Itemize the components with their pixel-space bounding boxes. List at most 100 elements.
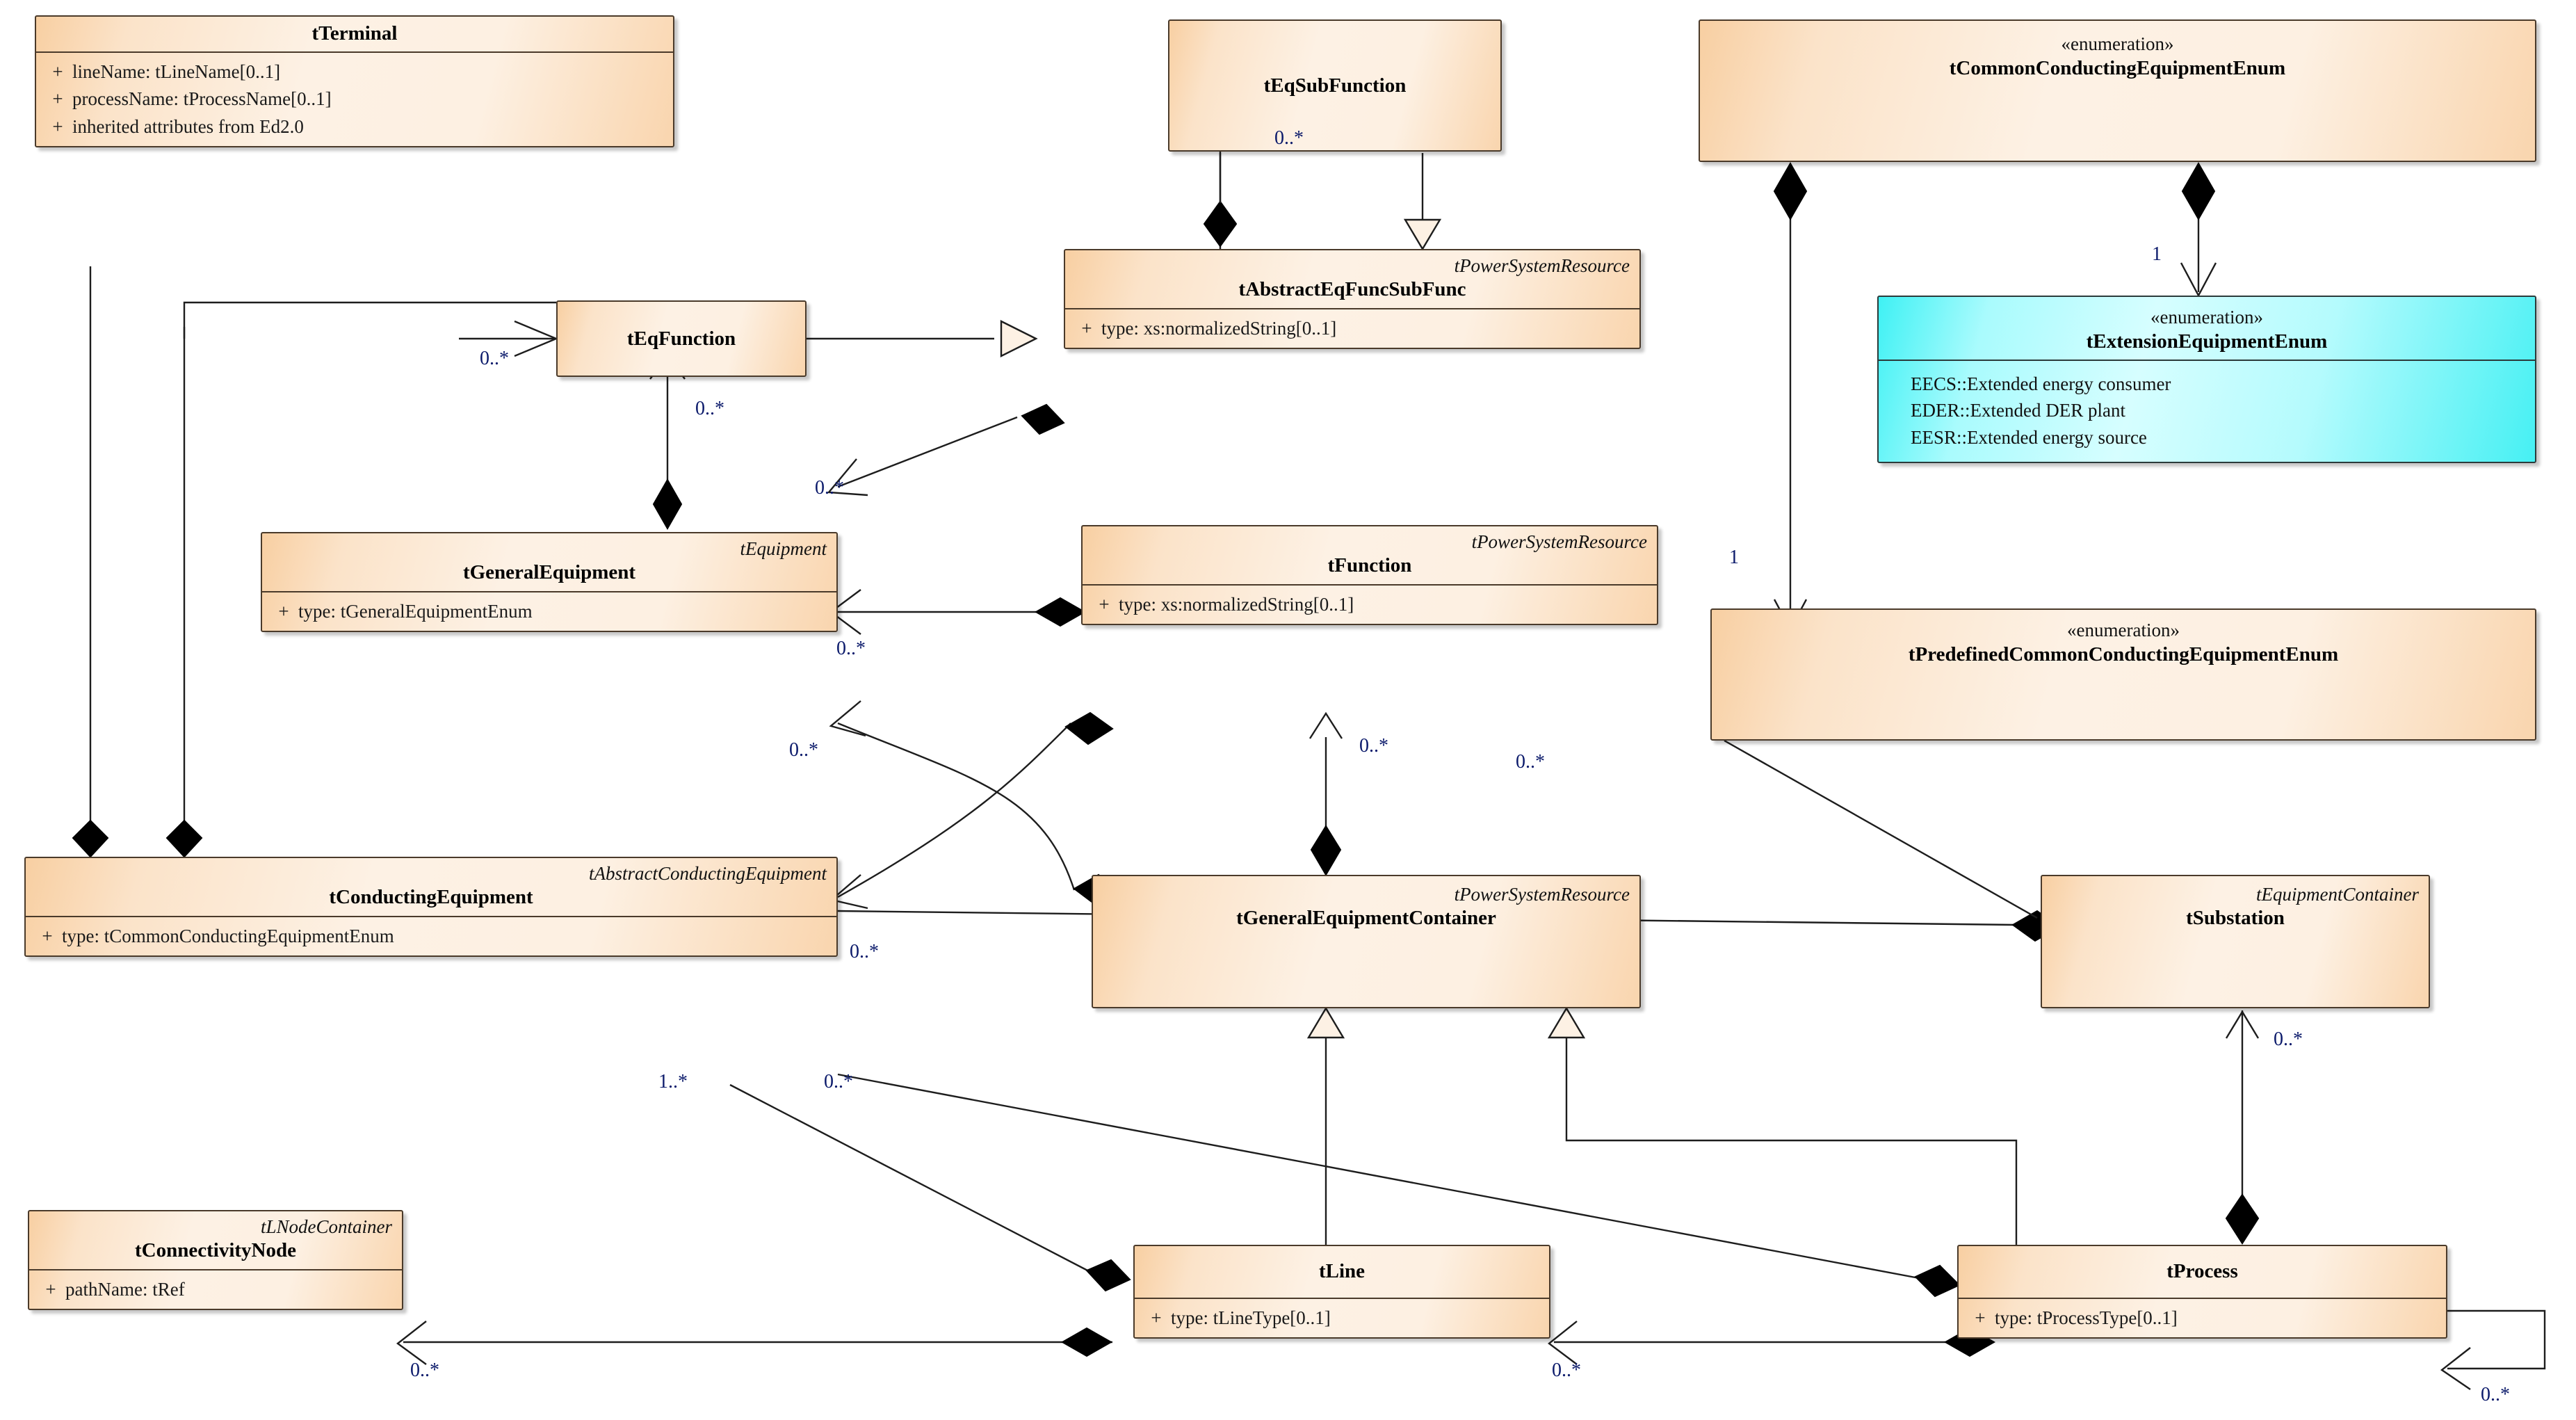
class-box-tPredefinedCommonConductingEquipmentEnum[interactable]: «enumeration» tPredefinedCommonConductin… (1710, 608, 2536, 741)
class-separator (1959, 1298, 2446, 1300)
attribute-row: + type: xs:normalizedString[0..1] (1072, 315, 1633, 342)
class-name: tGeneralEquipmentContainer (1236, 907, 1496, 930)
visibility-marker: + (42, 925, 53, 946)
class-box-tSubstation[interactable]: tEquipmentContainer tSubstation (2041, 875, 2430, 1008)
visibility-marker: + (1099, 593, 1110, 615)
class-attributes: + type: xs:normalizedString[0..1] (1083, 586, 1657, 624)
multiplicity-label: 0..* (1552, 1360, 1581, 1381)
class-name: tConnectivityNode (135, 1239, 296, 1262)
attribute-text: type: tProcessType[0..1] (1995, 1307, 2178, 1329)
enum-literal: EDER::Extended DER plant (1911, 400, 2125, 421)
attribute-text: inherited attributes from Ed2.0 (72, 115, 304, 137)
class-box-tGeneralEquipment[interactable]: tEquipment tGeneralEquipment + type: tGe… (261, 532, 838, 632)
class-box-tEqSubFunction[interactable]: tEqSubFunction (1168, 19, 1502, 152)
class-attributes: + pathName: tRef (29, 1270, 402, 1309)
class-name: tEqFunction (626, 327, 736, 350)
multiplicity-label: 0..* (1359, 735, 1388, 757)
multiplicity-label: 0..* (824, 1071, 853, 1092)
class-name: tGeneralEquipment (462, 561, 636, 584)
class-name: tExtensionEquipmentEnum (2086, 330, 2328, 353)
class-name: tTerminal (311, 22, 398, 45)
class-separator (1879, 360, 2535, 362)
class-name: tLine (1318, 1260, 1366, 1282)
class-box-tFunction[interactable]: tPowerSystemResource tFunction + type: x… (1081, 525, 1658, 625)
class-supertype: tPowerSystemResource (1454, 884, 1630, 905)
class-separator (262, 590, 836, 592)
class-header: tPowerSystemResource tFunction (1083, 526, 1657, 584)
class-separator (29, 1268, 402, 1270)
multiplicity-label: 0..* (695, 398, 724, 419)
attribute-text: processName: tProcessName[0..1] (72, 88, 332, 110)
class-header: tLine (1135, 1246, 1549, 1298)
class-box-tEqFunction[interactable]: tEqFunction (556, 300, 807, 377)
visibility-marker: + (1081, 317, 1092, 339)
class-box-tLine[interactable]: tLine + type: tLineType[0..1] (1133, 1245, 1550, 1339)
visibility-marker: + (52, 88, 63, 110)
class-supertype: tEquipment (740, 538, 827, 559)
class-separator (1083, 583, 1657, 586)
class-box-tConnectivityNode[interactable]: tLNodeContainer tConnectivityNode + path… (28, 1210, 403, 1310)
class-separator (1135, 1298, 1549, 1300)
class-box-tTerminal[interactable]: tTerminal + lineName: tLineName[0..1] + … (35, 15, 674, 147)
class-stereotype: «enumeration» (2067, 620, 2180, 640)
attribute-text: type: tGeneralEquipmentEnum (298, 600, 533, 622)
class-header: tEquipment tGeneralEquipment (262, 533, 836, 591)
multiplicity-label: 0..* (850, 941, 879, 962)
attribute-text: type: xs:normalizedString[0..1] (1101, 317, 1337, 339)
multiplicity-label: 0..* (410, 1360, 439, 1381)
class-supertype: tLNodeContainer (260, 1216, 392, 1237)
class-box-tProcess[interactable]: tProcess + type: tProcessType[0..1] (1957, 1245, 2447, 1339)
attribute-row: + pathName: tRef (36, 1276, 395, 1303)
multiplicity-label: 0..* (815, 477, 844, 499)
attribute-text: type: xs:normalizedString[0..1] (1119, 593, 1354, 615)
multiplicity-label: 0..* (480, 348, 509, 369)
class-supertype: tAbstractConductingEquipment (589, 863, 827, 884)
attribute-row: + type: tCommonConductingEquipmentEnum (33, 923, 829, 950)
attribute-text: pathName: tRef (65, 1278, 185, 1300)
class-name: tFunction (1327, 554, 1412, 577)
class-header: tPowerSystemResource tGeneralEquipmentCo… (1093, 876, 1639, 937)
class-supertype: tPowerSystemResource (1454, 255, 1630, 276)
multiplicity-label: 0..* (789, 739, 818, 761)
visibility-marker: + (45, 1278, 56, 1300)
class-header: tTerminal (36, 17, 673, 51)
visibility-marker: + (1151, 1307, 1162, 1329)
class-name: tConductingEquipment (329, 886, 533, 909)
class-attributes: + type: tGeneralEquipmentEnum (262, 592, 836, 631)
class-box-tGeneralEquipmentContainer[interactable]: tPowerSystemResource tGeneralEquipmentCo… (1092, 875, 1641, 1008)
class-box-tAbstractEqFuncSubFunc[interactable]: tPowerSystemResource tAbstractEqFuncSubF… (1064, 249, 1641, 349)
class-literals: EECS::Extended energy consumer EDER::Ext… (1879, 361, 2535, 462)
attribute-text: type: tCommonConductingEquipmentEnum (62, 925, 394, 946)
class-header: tEquipmentContainer tSubstation (2042, 876, 2429, 937)
multiplicity-label: 0..* (1516, 751, 1545, 773)
class-box-tConductingEquipment[interactable]: tAbstractConductingEquipment tConducting… (24, 857, 838, 957)
attribute-row: + type: xs:normalizedString[0..1] (1089, 591, 1650, 618)
class-separator (36, 51, 673, 54)
class-attributes: + type: xs:normalizedString[0..1] (1065, 309, 1639, 348)
attribute-text: lineName: tLineName[0..1] (72, 61, 281, 83)
class-box-tCommonConductingEquipmentEnum[interactable]: «enumeration» tCommonConductingEquipment… (1699, 19, 2536, 162)
class-supertype: tEquipmentContainer (2256, 884, 2419, 905)
class-header: tProcess (1959, 1246, 2446, 1298)
class-name: tAbstractEqFuncSubFunc (1238, 278, 1466, 301)
class-name: tEqSubFunction (1263, 74, 1407, 97)
class-name: tPredefinedCommonConductingEquipmentEnum (1908, 643, 2339, 665)
class-supertype: tPowerSystemResource (1471, 531, 1647, 552)
multiplicity-label: 1..* (658, 1071, 688, 1092)
multiplicity-label: 0..* (2274, 1028, 2303, 1050)
visibility-marker: + (52, 115, 63, 137)
class-name: tSubstation (2186, 907, 2285, 930)
class-box-tExtensionEquipmentEnum[interactable]: «enumeration» tExtensionEquipmentEnum EE… (1877, 296, 2536, 464)
attribute-row: + type: tLineType[0..1] (1142, 1305, 1542, 1332)
multiplicity-label: 0..* (836, 638, 866, 659)
class-header: tLNodeContainer tConnectivityNode (29, 1211, 402, 1269)
class-header: «enumeration» tPredefinedCommonConductin… (1712, 610, 2535, 672)
class-separator (26, 915, 836, 917)
class-attributes: + type: tCommonConductingEquipmentEnum (26, 917, 836, 955)
visibility-marker: + (278, 600, 289, 622)
attribute-row: + type: tGeneralEquipmentEnum (269, 598, 829, 625)
class-stereotype: «enumeration» (2061, 33, 2174, 54)
attribute-row: + inherited attributes from Ed2.0 (43, 113, 666, 140)
